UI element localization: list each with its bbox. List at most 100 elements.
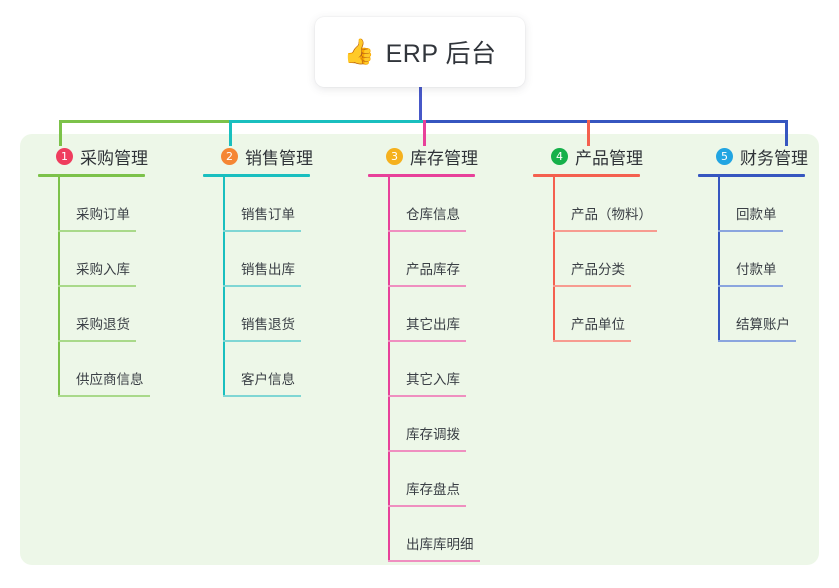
branch-stub-1 (59, 120, 62, 146)
leaf-node[interactable]: 出库库明细 (368, 507, 528, 562)
leaf-label: 产品单位 (571, 317, 625, 332)
branch-stub-5 (785, 120, 788, 146)
leaf-node[interactable]: 回款单 (698, 177, 839, 232)
leaf-node[interactable]: 采购订单 (38, 177, 198, 232)
branch-leaf-list: 回款单付款单结算账户 (698, 177, 839, 342)
diagram-panel (20, 134, 819, 565)
branch-column-2: 2 销售管理销售订单销售出库销售退货客户信息 (203, 144, 363, 397)
leaf-underline (718, 285, 783, 287)
leaf-node[interactable]: 其它入库 (368, 342, 528, 397)
root-title: ERP 后台 (385, 40, 497, 68)
leaf-underline (223, 285, 301, 287)
branch-stub-4 (587, 120, 590, 146)
branch-title: 销售管理 (245, 148, 313, 168)
leaf-underline (223, 230, 301, 232)
root-node[interactable]: 👍 ERP 后台 (315, 17, 525, 87)
leaf-underline (553, 230, 657, 232)
branch-underline (368, 174, 475, 177)
leaf-node[interactable]: 产品（物料） (533, 177, 693, 232)
leaf-node[interactable]: 采购退货 (38, 287, 198, 342)
leaf-node[interactable]: 供应商信息 (38, 342, 198, 397)
leaf-node[interactable]: 采购入库 (38, 232, 198, 287)
branch-header-5[interactable]: 5 财务管理 (698, 144, 839, 168)
bus-segment-1 (59, 120, 229, 123)
branch-underline (203, 174, 310, 177)
leaf-label: 客户信息 (241, 372, 295, 387)
branch-leaf-list: 销售订单销售出库销售退货客户信息 (203, 177, 363, 397)
branch-leaf-list: 产品（物料） 产品分类产品单位 (533, 177, 693, 342)
branch-number-badge: 5 (716, 147, 733, 165)
leaf-underline (388, 505, 466, 507)
branch-number-badge: 2 (221, 147, 238, 165)
leaf-label: 结算账户 (736, 317, 790, 332)
leaf-underline (553, 285, 631, 287)
branch-leaf-list: 采购订单采购入库采购退货供应商信息 (38, 177, 198, 397)
branch-spine (718, 177, 720, 342)
leaf-node[interactable]: 产品单位 (533, 287, 693, 342)
branch-stub-3 (423, 120, 426, 146)
bus-segment-3 (423, 120, 786, 123)
leaf-underline (58, 395, 150, 397)
leaf-label: 销售订单 (241, 207, 295, 222)
leaf-label: 产品分类 (571, 262, 625, 277)
leaf-label: 采购订单 (76, 207, 130, 222)
leaf-underline (388, 285, 466, 287)
leaf-node[interactable]: 仓库信息 (368, 177, 528, 232)
leaf-underline (388, 450, 466, 452)
branch-column-3: 3 库存管理仓库信息产品库存其它出库其它入库库存调拨库存盘点出库库明细 (368, 144, 528, 562)
leaf-label: 产品（物料） (571, 207, 652, 222)
leaf-node[interactable]: 产品分类 (533, 232, 693, 287)
branch-spine (58, 177, 60, 397)
leaf-underline (58, 285, 136, 287)
leaf-label: 其它出库 (406, 317, 460, 332)
leaf-label: 出库库明细 (406, 537, 474, 552)
trunk-connector (419, 87, 422, 120)
leaf-underline (718, 230, 783, 232)
leaf-underline (718, 340, 796, 342)
branch-title: 库存管理 (410, 148, 478, 168)
branch-underline (533, 174, 640, 177)
leaf-label: 回款单 (736, 207, 777, 222)
leaf-label: 仓库信息 (406, 207, 460, 222)
leaf-label: 产品库存 (406, 262, 460, 277)
bus-segment-2 (229, 120, 423, 123)
leaf-underline (388, 230, 466, 232)
leaf-node[interactable]: 付款单 (698, 232, 839, 287)
branch-spine (388, 177, 390, 562)
leaf-label: 采购入库 (76, 262, 130, 277)
branch-number-badge: 3 (386, 147, 403, 165)
leaf-underline (388, 560, 480, 562)
branch-title: 财务管理 (740, 148, 808, 168)
leaf-underline (223, 395, 301, 397)
thumbs-up-icon: 👍 (343, 37, 375, 66)
leaf-underline (553, 340, 631, 342)
branch-number-badge: 1 (56, 147, 73, 165)
leaf-node[interactable]: 销售退货 (203, 287, 363, 342)
branch-header-2[interactable]: 2 销售管理 (203, 144, 363, 168)
branch-number-badge: 4 (551, 147, 568, 165)
leaf-node[interactable]: 销售出库 (203, 232, 363, 287)
leaf-node[interactable]: 结算账户 (698, 287, 839, 342)
branch-stub-2 (229, 120, 232, 146)
leaf-label: 付款单 (736, 262, 777, 277)
leaf-node[interactable]: 库存盘点 (368, 452, 528, 507)
leaf-node[interactable]: 产品库存 (368, 232, 528, 287)
leaf-node[interactable]: 销售订单 (203, 177, 363, 232)
branch-spine (553, 177, 555, 342)
leaf-label: 其它入库 (406, 372, 460, 387)
branch-column-5: 5 财务管理回款单付款单结算账户 (698, 144, 839, 342)
leaf-label: 采购退货 (76, 317, 130, 332)
leaf-node[interactable]: 其它出库 (368, 287, 528, 342)
leaf-label: 供应商信息 (76, 372, 144, 387)
leaf-label: 库存盘点 (406, 482, 460, 497)
leaf-node[interactable]: 库存调拨 (368, 397, 528, 452)
leaf-underline (58, 340, 136, 342)
branch-header-3[interactable]: 3 库存管理 (368, 144, 528, 168)
leaf-underline (223, 340, 301, 342)
leaf-node[interactable]: 客户信息 (203, 342, 363, 397)
